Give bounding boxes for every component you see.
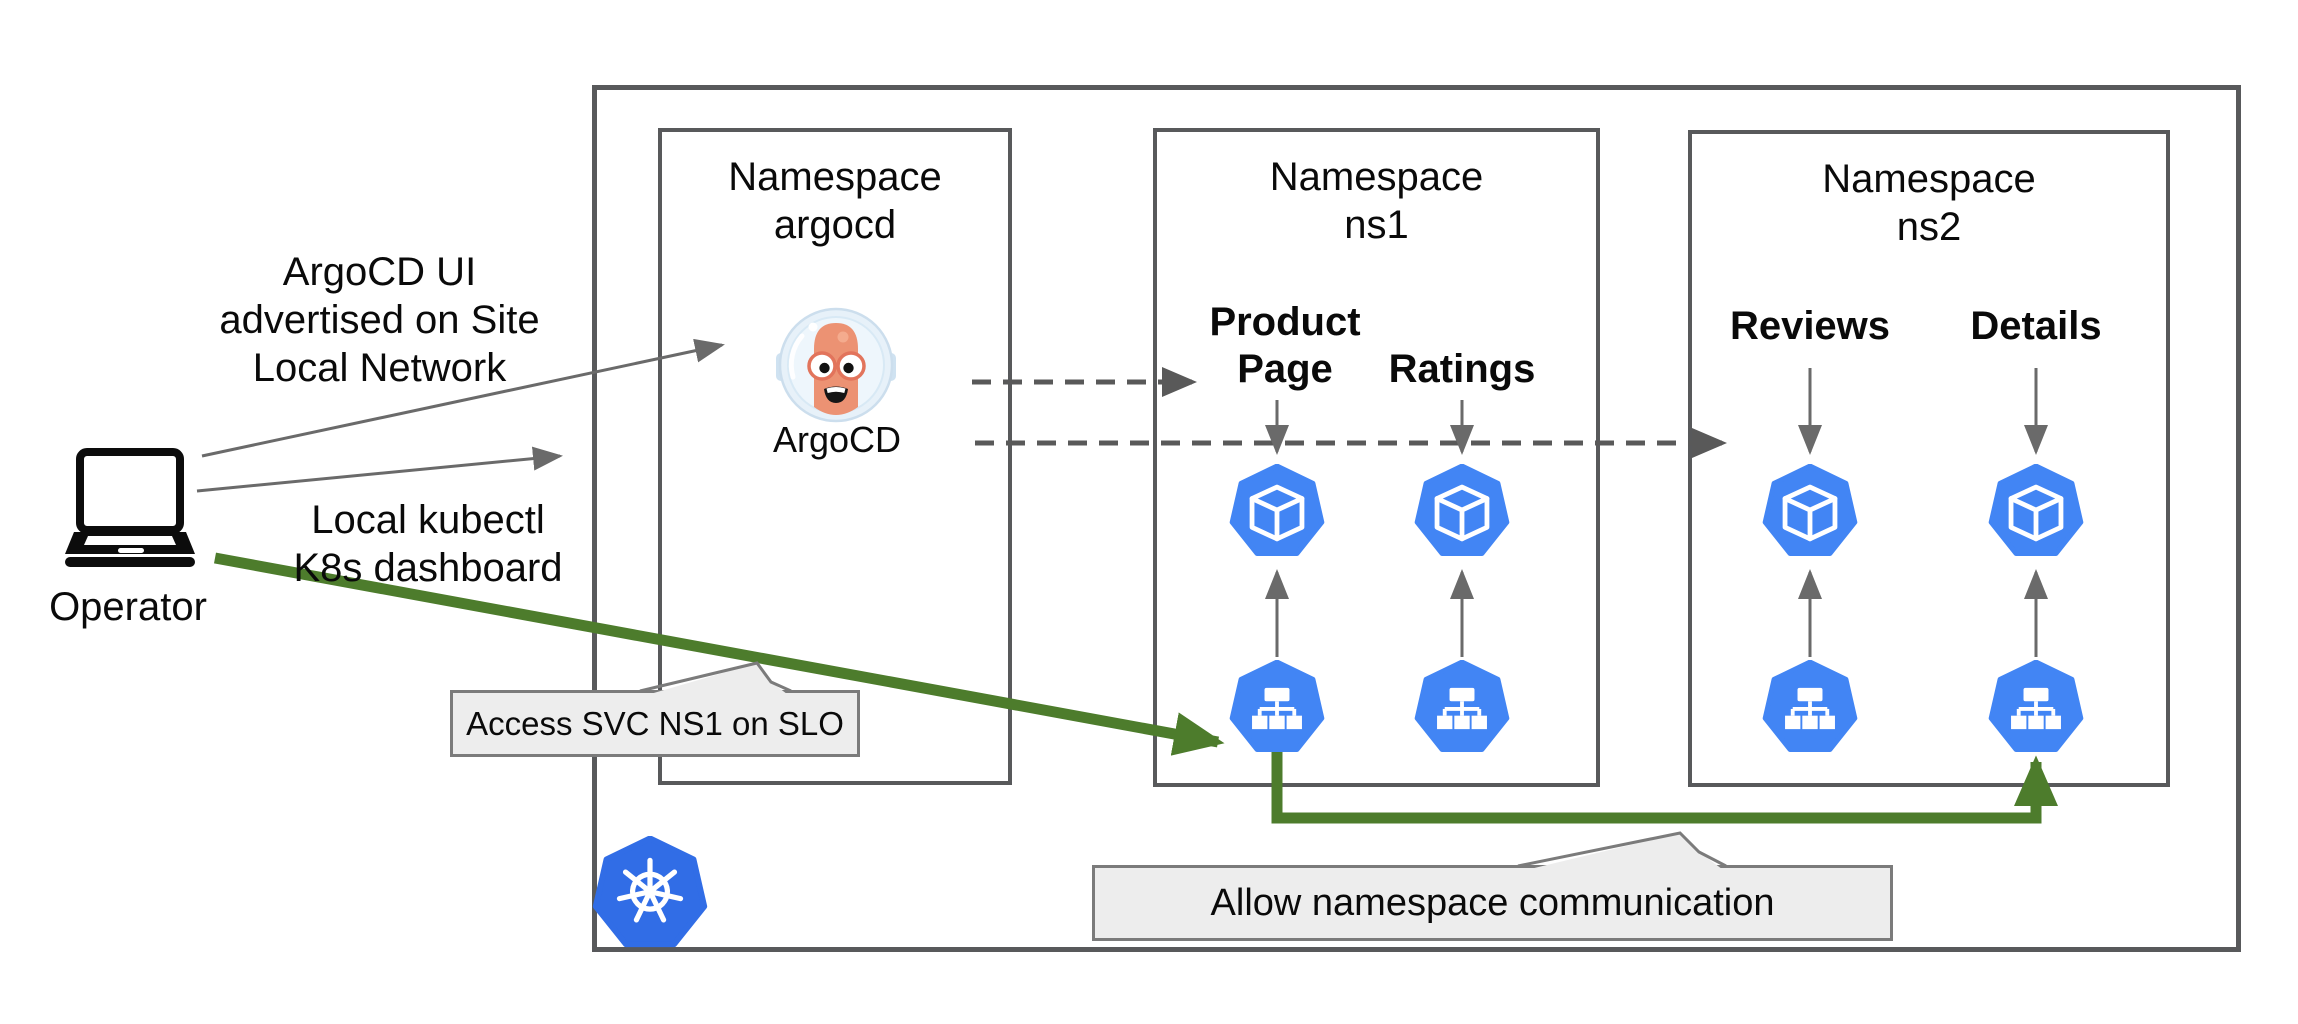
kubectl-note: Local kubectl K8s dashboard <box>293 498 563 590</box>
access-svc-callout-text: Access SVC NS1 on SLO <box>466 704 844 742</box>
allow-namespace-communication-text: Allow namespace communication <box>1210 881 1775 924</box>
productpage-service-label: Product Page <box>1209 300 1361 391</box>
pod-icon <box>1229 464 1325 560</box>
argocd-app-label: ArgoCD <box>772 419 902 460</box>
details-service-label: Details <box>1970 304 2102 348</box>
namespace-argocd-title: Namespace argocd <box>728 155 942 247</box>
ratings-service-label: Ratings <box>1388 347 1536 391</box>
laptop-icon <box>65 448 195 567</box>
namespace-ns2-title: Namespace ns2 <box>1822 157 2036 249</box>
pod-icon <box>1762 464 1858 560</box>
service-icon <box>1229 660 1325 756</box>
reviews-service-label: Reviews <box>1729 304 1891 348</box>
service-icon <box>1988 660 2084 756</box>
pod-icon <box>1414 464 1510 560</box>
service-icon <box>1762 660 1858 756</box>
kubernetes-logo-icon <box>592 836 708 952</box>
allow-namespace-communication-callout: Allow namespace communication <box>1092 865 1893 941</box>
service-icon <box>1414 660 1510 756</box>
access-svc-callout: Access SVC NS1 on SLO <box>450 690 860 757</box>
namespace-ns1-title: Namespace ns1 <box>1269 155 1484 247</box>
argocd-ui-note: ArgoCD UI advertised on Site Local Netwo… <box>219 250 540 390</box>
argocd-mascot-icon <box>776 307 896 423</box>
kubectl-access-arrow <box>196 446 563 493</box>
pod-icon <box>1988 464 2084 560</box>
operator-label: Operator <box>49 585 207 629</box>
cluster-boundary-box <box>592 85 2241 952</box>
